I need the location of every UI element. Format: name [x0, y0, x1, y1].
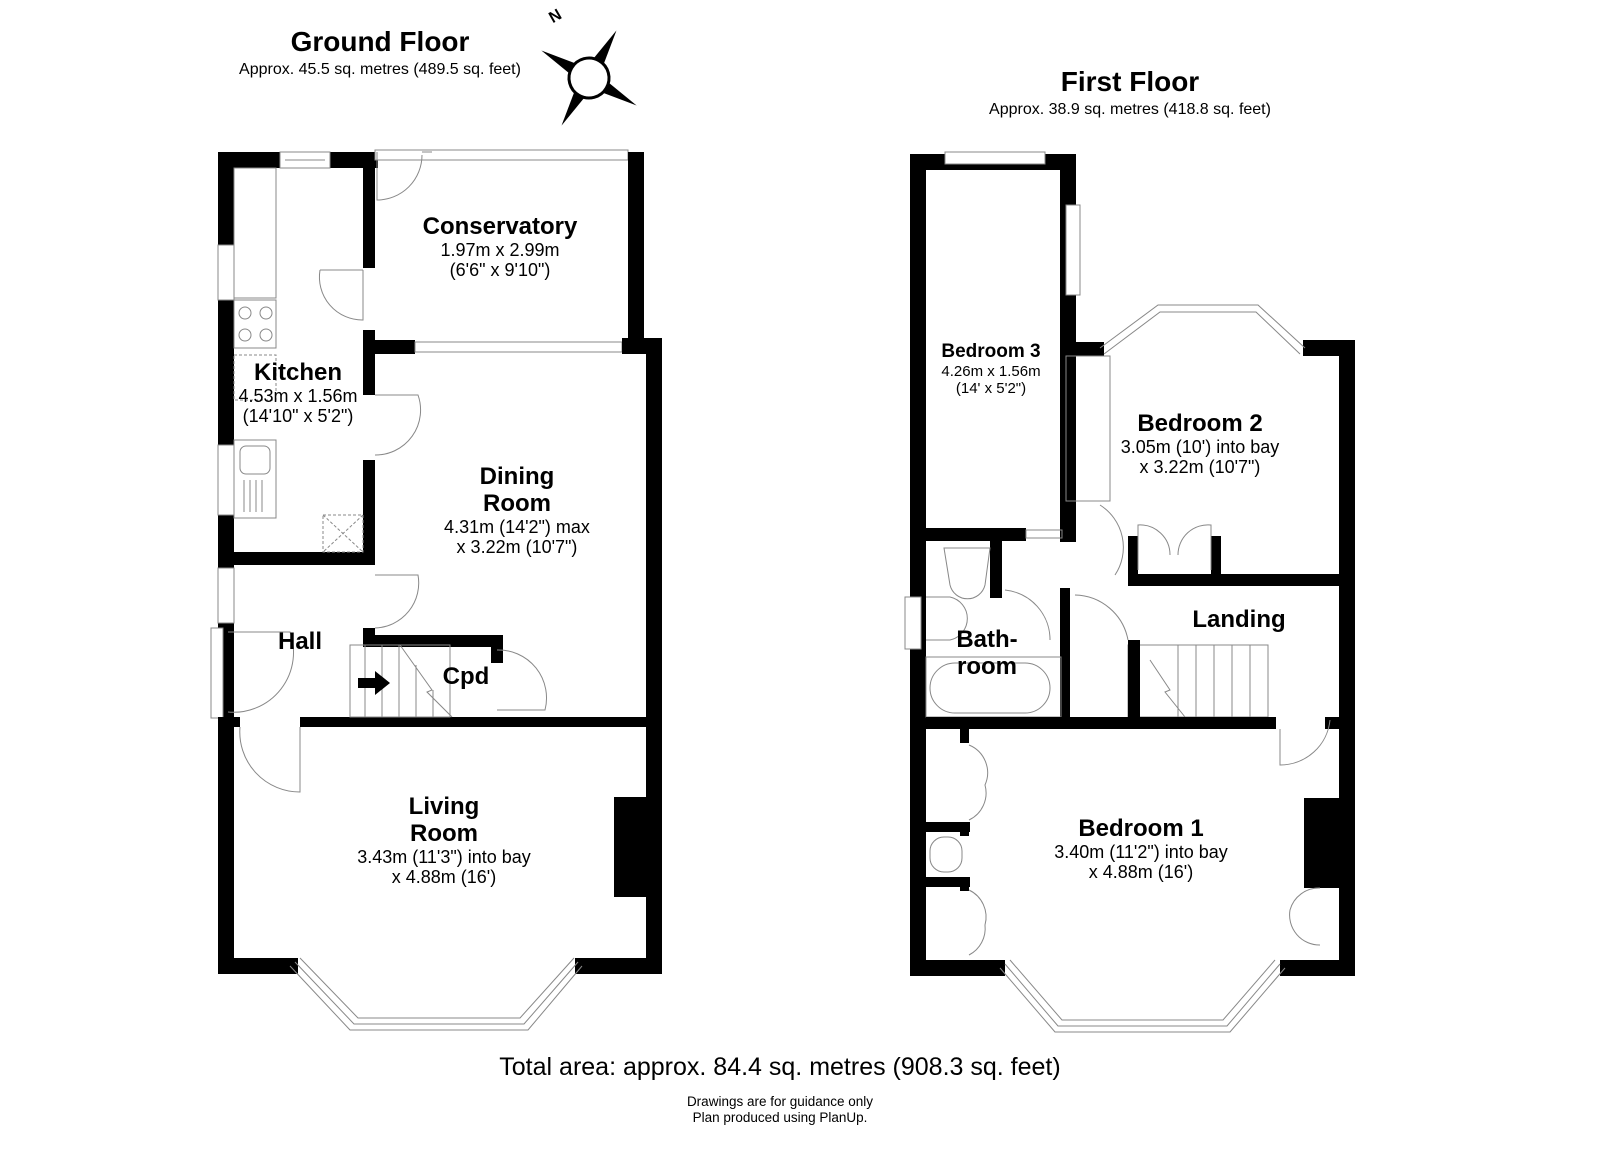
room-bedroom-2: Bedroom 2 3.05m (10') into bay x 3.22m (… — [1121, 410, 1280, 477]
disclaimer-note: Drawings are for guidance only Plan prod… — [580, 1094, 980, 1126]
room-name: Cpd — [442, 663, 490, 690]
room-name-line-1: Dining — [479, 463, 555, 490]
room-dimension-2: x 3.22m (10'7") — [1139, 457, 1261, 477]
room-dimension: 3.05m (10') into bay — [1120, 437, 1280, 457]
room-conservatory: Conservatory 1.97m x 2.99m (6'6" x 9'10"… — [423, 213, 578, 280]
room-name: Bedroom 3 — [941, 341, 1041, 362]
room-name: Bedroom 1 — [1078, 815, 1204, 842]
room-dimension-2: x 4.88m (16') — [1088, 862, 1194, 882]
room-cupboard: Cpd — [443, 663, 490, 690]
room-name: Hall — [277, 628, 323, 655]
room-hall: Hall — [278, 628, 322, 655]
room-dimension: 3.43m (11'3") into bay — [357, 847, 531, 867]
room-name: Bedroom 2 — [1137, 410, 1263, 437]
compass-rose-icon — [541, 30, 637, 126]
first-floor-plan — [904, 151, 1355, 1033]
room-dimension-imperial: (14'10" x 5'2") — [242, 406, 354, 426]
first-floor-title: First Floor — [1060, 66, 1200, 97]
room-dimension: 1.97m x 2.99m — [440, 240, 560, 260]
room-living-room: Living Room 3.43m (11'3") into bay x 4.8… — [357, 793, 531, 887]
room-name-line-1: Living — [408, 793, 480, 820]
disclaimer-line-1: Drawings are for guidance only — [686, 1094, 874, 1109]
room-bedroom-3: Bedroom 3 4.26m x 1.56m (14' x 5'2") — [941, 341, 1040, 397]
stairs-up-arrow-icon — [358, 671, 390, 695]
room-name-line-2: Room — [482, 490, 551, 517]
room-dimension-2: x 3.22m (10'7") — [456, 537, 578, 557]
room-name-line-2: room — [956, 653, 1017, 680]
ground-floor-title: Ground Floor — [290, 26, 470, 57]
room-dimension: 3.40m (11'2") into bay — [1054, 842, 1228, 862]
room-dining-room: Dining Room 4.31m (14'2") max x 3.22m (1… — [444, 463, 590, 557]
room-dimension: 4.53m x 1.56m — [238, 386, 358, 406]
first-floor-area: Approx. 38.9 sq. metres (418.8 sq. feet) — [989, 101, 1271, 118]
room-name-line-1: Bath- — [956, 626, 1018, 653]
room-landing: Landing — [1192, 606, 1285, 633]
room-kitchen: Kitchen 4.53m x 1.56m (14'10" x 5'2") — [238, 359, 357, 426]
ground-floor-plan — [210, 149, 662, 1031]
room-name-line-2: Room — [410, 820, 478, 847]
total-area: Total area: approx. 84.4 sq. metres (908… — [499, 1053, 1061, 1081]
ground-floor-area: Approx. 45.5 sq. metres (489.5 sq. feet) — [239, 61, 521, 78]
room-dimension: 4.26m x 1.56m — [941, 363, 1041, 380]
room-bedroom-1: Bedroom 1 3.40m (11'2") into bay x 4.88m… — [1054, 815, 1228, 882]
room-dimension-imperial: (6'6" x 9'10") — [449, 260, 551, 280]
room-name: Conservatory — [422, 213, 578, 240]
room-bathroom: Bath- room — [956, 626, 1017, 680]
room-name: Kitchen — [253, 359, 342, 386]
room-name: Landing — [1192, 606, 1286, 633]
room-dimension-imperial: (14' x 5'2") — [955, 380, 1027, 397]
room-dimension: 4.31m (14'2") max — [444, 517, 590, 537]
disclaimer-line-2: Plan produced using PlanUp. — [692, 1110, 868, 1125]
room-dimension-2: x 4.88m (16') — [391, 867, 497, 887]
